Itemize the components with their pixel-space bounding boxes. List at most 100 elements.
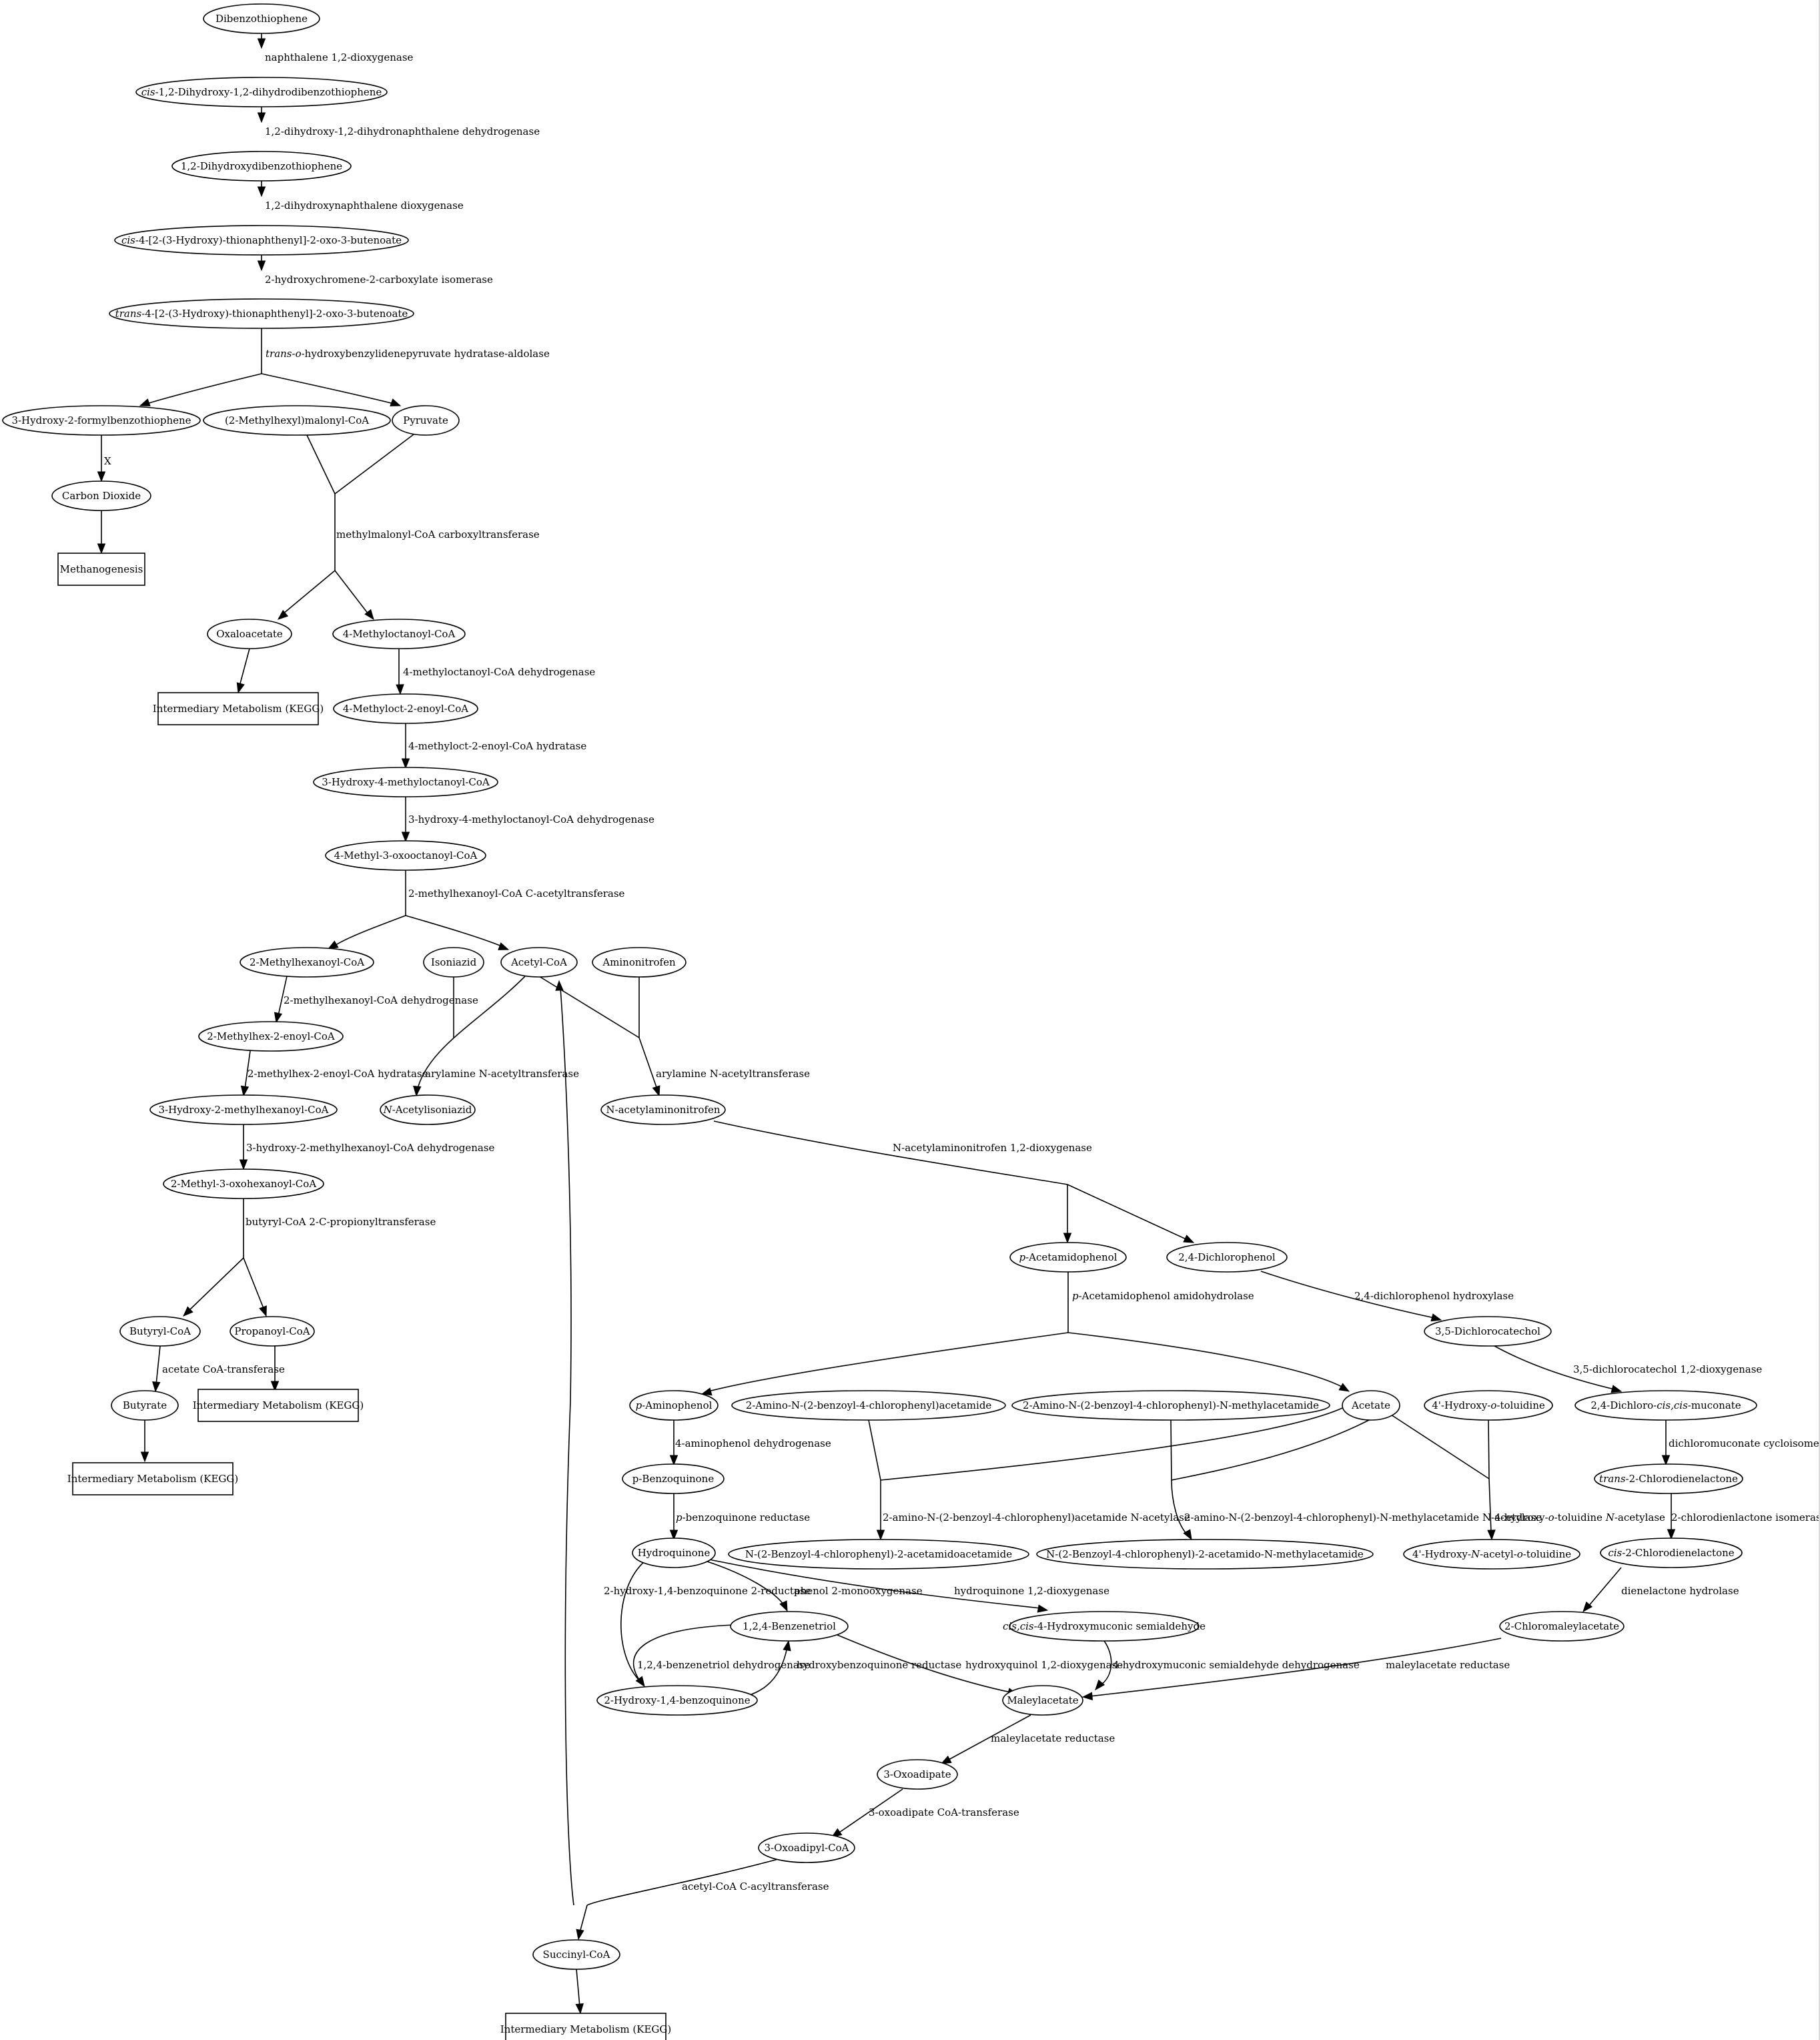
- arrowhead: [152, 1381, 161, 1393]
- node-n7[interactable]: (2-Methylhexyl)malonyl-CoA: [203, 405, 391, 436]
- node-n20[interactable]: Aminonitrofen: [592, 947, 687, 978]
- arrowhead: [97, 543, 106, 555]
- edge-9: [97, 511, 106, 555]
- node-n1[interactable]: Dibenzothiophene: [203, 3, 320, 34]
- arrowhead: [139, 398, 151, 406]
- node-n32[interactable]: 2-Amino-N-(2-benzoyl-4-chlorophenyl)acet…: [731, 1390, 1006, 1421]
- node-n38[interactable]: Intermediary Metabolism (KEGG): [193, 1389, 364, 1422]
- node-n19[interactable]: Acetyl-CoA: [500, 947, 578, 978]
- node-n44[interactable]: N-(2-Benzoyl-4-chlorophenyl)-2-acetamido…: [1036, 1539, 1374, 1570]
- node-ellipse: [1036, 1539, 1374, 1570]
- node-ellipse: [1009, 1611, 1200, 1642]
- node-label: 2-Chloromaleylacetate: [1504, 1620, 1619, 1632]
- node-n53[interactable]: 3-Oxoadipyl-CoA: [758, 1832, 855, 1863]
- edge-line: [1089, 1638, 1502, 1697]
- node-n5[interactable]: trans-4-[2-(3-Hydroxy)-thionaphthenyl]-2…: [109, 298, 414, 329]
- edge-line: [405, 915, 502, 947]
- node-n36[interactable]: 2,4-Dichloro-cis,cis-muconate: [1574, 1390, 1757, 1421]
- node-n46[interactable]: cis-2-Chlorodienelactone: [1600, 1538, 1743, 1568]
- node-n8[interactable]: Pyruvate: [392, 405, 460, 436]
- node-n50[interactable]: 2-Hydroxy-1,4-benzoquinone: [596, 1685, 758, 1716]
- edge-31: [1063, 1184, 1072, 1244]
- node-n34[interactable]: Acetate: [1342, 1390, 1400, 1421]
- node-ellipse: [171, 151, 352, 182]
- node-n49[interactable]: 2-Chloromaleylacetate: [1499, 1611, 1625, 1642]
- node-n33[interactable]: 2-Amino-N-(2-benzoyl-4-chlorophenyl)-N-m…: [1011, 1390, 1330, 1421]
- node-n13[interactable]: Intermediary Metabolism (KEGG): [153, 692, 324, 725]
- node-n12[interactable]: 4-Methyloctanoyl-CoA: [332, 619, 466, 649]
- node-ellipse: [198, 1021, 344, 1052]
- edge-line: [620, 1560, 646, 1682]
- node-n42[interactable]: Hydroquinone: [632, 1538, 716, 1568]
- node-n52[interactable]: 3-Oxoadipate: [877, 1759, 958, 1790]
- node-n28[interactable]: 3,5-Dichlorocatechol: [1424, 1316, 1552, 1347]
- node-n23[interactable]: N-acetylaminonitrofen: [600, 1094, 726, 1125]
- node-n6[interactable]: 3-Hydroxy-2-formylbenzothiophene: [2, 405, 201, 436]
- edge-22: [274, 976, 288, 1024]
- node-label: 1,2,4-Benzenetriol: [743, 1620, 836, 1632]
- edge-label-e12: 2-methylhexanoyl-CoA dehydrogenase: [284, 994, 478, 1006]
- node-n21[interactable]: 2-Methylhex-2-enoyl-CoA: [198, 1021, 344, 1052]
- arrowhead: [783, 1640, 791, 1652]
- edge-2: [257, 107, 266, 123]
- node-label: N-acetylaminonitrofen: [606, 1104, 720, 1116]
- node-n55[interactable]: Intermediary Metabolism (KEGG): [500, 2013, 671, 2040]
- node-n9[interactable]: Carbon Dioxide: [51, 480, 151, 511]
- node-n14[interactable]: 4-Methyloct-2-enoyl-CoA: [333, 693, 478, 724]
- node-label: Intermediary Metabolism (KEGG): [67, 1473, 238, 1485]
- edge-line: [1488, 1419, 1490, 1479]
- node-n51[interactable]: Maleylacetate: [1002, 1685, 1083, 1716]
- node-ellipse: [629, 1390, 719, 1421]
- arrowhead: [396, 684, 404, 695]
- node-n37[interactable]: Butyrate: [111, 1390, 179, 1421]
- node-n41[interactable]: Intermediary Metabolism (KEGG): [67, 1462, 238, 1495]
- node-n40[interactable]: trans-2-Chlorodienelactone: [1594, 1463, 1743, 1494]
- node-label: 2-Amino-N-(2-benzoyl-4-chlorophenyl)acet…: [746, 1399, 992, 1411]
- node-label: 2-Methyl-3-oxohexanoyl-CoA: [171, 1178, 316, 1190]
- node-n3[interactable]: 1,2-Dihydroxydibenzothiophene: [171, 151, 352, 182]
- node-n30[interactable]: Propanoyl-CoA: [230, 1316, 315, 1347]
- edge-label-e7: methylmalonyl-CoA carboxyltransferase: [336, 529, 540, 541]
- node-n11[interactable]: Oxaloacetate: [207, 619, 292, 649]
- node-ellipse: [163, 1168, 324, 1199]
- node-n25[interactable]: 2-Methyl-3-oxohexanoyl-CoA: [163, 1168, 324, 1199]
- node-n4[interactable]: cis-4-[2-(3-Hydroxy)-thionaphthenyl]-2-o…: [114, 225, 409, 256]
- edge-label-e38: maleylacetate reductase: [1386, 1659, 1510, 1671]
- node-label: p-Acetamidophenol: [1019, 1251, 1117, 1263]
- node-n47[interactable]: 1,2,4-Benzenetriol: [730, 1611, 849, 1642]
- node-n43[interactable]: N-(2-Benzoyl-4-chlorophenyl)-2-acetamido…: [728, 1539, 1029, 1570]
- edge-46: [868, 1419, 881, 1481]
- node-n10[interactable]: Methanogenesis: [57, 553, 145, 586]
- node-n54[interactable]: Succinyl-CoA: [532, 1939, 620, 1970]
- node-n45[interactable]: 4'-Hydroxy-N-acetyl-o-toluidine: [1403, 1539, 1580, 1570]
- node-label: Aminonitrofen: [602, 956, 676, 968]
- node-ellipse: [149, 1094, 338, 1125]
- node-n48[interactable]: cis,cis-4-Hydroxymuconic semialdehyde: [1003, 1611, 1206, 1642]
- node-n26[interactable]: p-Acetamidophenol: [1009, 1242, 1127, 1273]
- edge-51: [1171, 1479, 1192, 1541]
- node-n24[interactable]: 3-Hydroxy-2-methylhexanoyl-CoA: [149, 1094, 338, 1125]
- edge-line: [1171, 1419, 1370, 1481]
- node-label: 2,4-Dichloro-cis,cis-muconate: [1590, 1399, 1741, 1411]
- node-n31[interactable]: p-Aminophenol: [629, 1390, 719, 1421]
- node-n16[interactable]: 4-Methyl-3-oxooctanoyl-CoA: [325, 840, 486, 871]
- edge-label-e30: phenol 2-monooxygenase: [794, 1585, 923, 1597]
- node-n17[interactable]: 2-Methylhexanoyl-CoA: [240, 947, 374, 978]
- node-n27[interactable]: 2,4-Dichlorophenol: [1166, 1242, 1288, 1273]
- node-n29[interactable]: Butyryl-CoA: [119, 1316, 201, 1347]
- edge-label-e15: 2-methylhex-2-enoyl-CoA hydratase: [248, 1068, 428, 1080]
- edge-29: [239, 1124, 248, 1170]
- node-ellipse: [203, 3, 320, 34]
- node-ellipse: [1574, 1390, 1757, 1421]
- node-ellipse: [333, 693, 478, 724]
- edge-68: [576, 1905, 588, 1941]
- node-n39[interactable]: p-Benzoquinone: [622, 1463, 725, 1494]
- node-n18[interactable]: Isoniazid: [423, 947, 484, 978]
- node-n35[interactable]: 4'-Hydroxy-o-toluidine: [1424, 1390, 1553, 1421]
- edge-label-e1: naphthalene 1,2-dioxygenase: [265, 51, 414, 63]
- node-n15[interactable]: 3-Hydroxy-4-methyloctanoyl-CoA: [313, 767, 498, 797]
- node-n22[interactable]: N-Acetylisoniazid: [380, 1094, 476, 1125]
- edges-layer: [97, 33, 1676, 2015]
- node-n2[interactable]: cis-1,2-Dihydroxy-1,2-dihydrodibenzothio…: [135, 77, 388, 107]
- edge-line: [1390, 1414, 1490, 1479]
